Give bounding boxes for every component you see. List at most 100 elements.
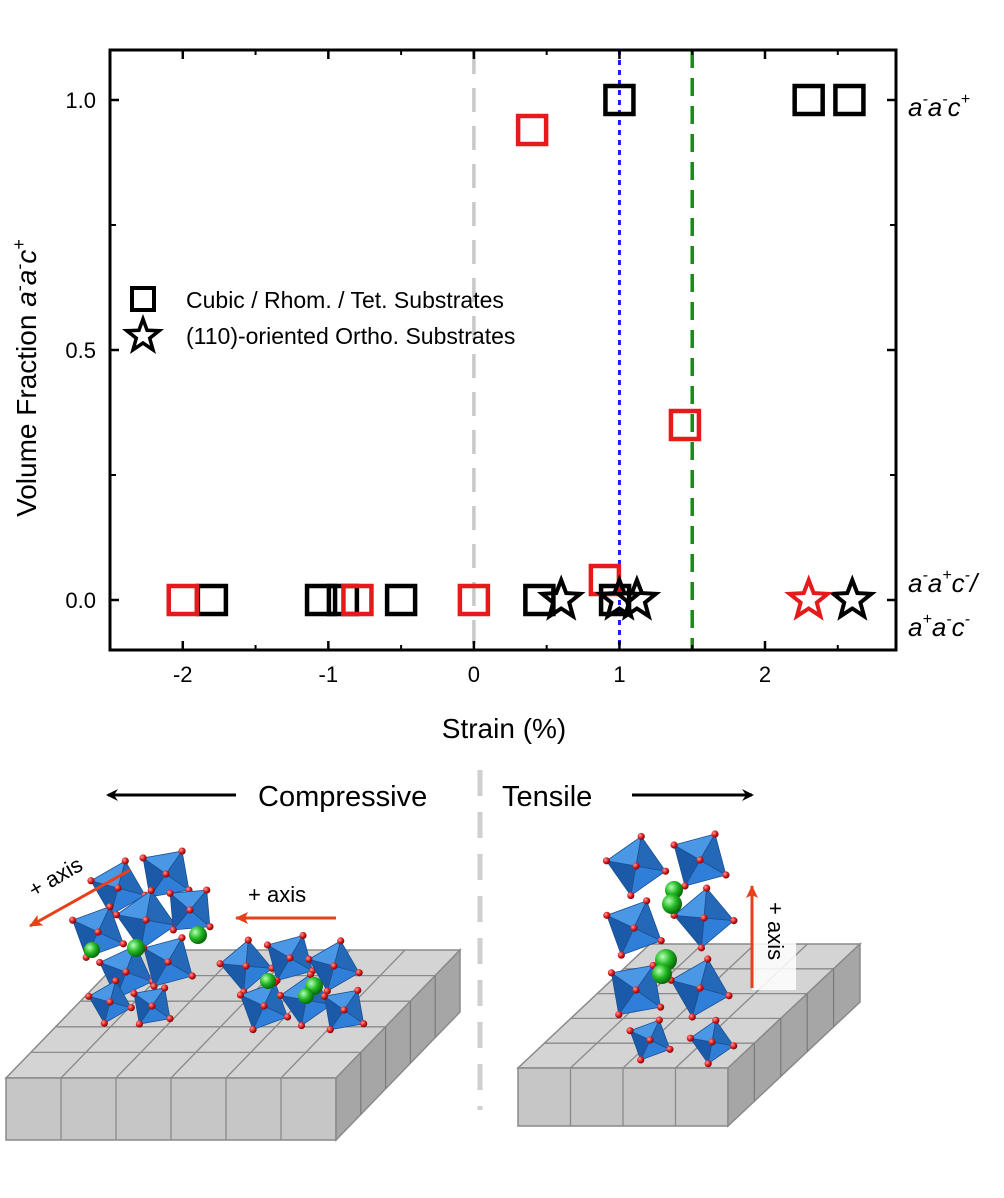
oxygen-atom <box>96 958 104 967</box>
square-marker <box>457 583 491 617</box>
oxygen-atom <box>306 970 315 978</box>
oxygen-atom <box>711 830 719 838</box>
legend-square-marker <box>130 286 156 312</box>
reference-lines <box>472 50 694 650</box>
square-marker <box>195 583 229 617</box>
oxygen-atom <box>354 986 362 994</box>
oxygen-atom <box>142 916 150 924</box>
oxygen-atom <box>169 926 177 934</box>
oxygen-atom <box>602 857 611 865</box>
octahedron-face <box>699 957 730 997</box>
oxygen-atom <box>686 1034 694 1042</box>
square-marker <box>603 83 636 117</box>
octahedron-face <box>245 939 273 969</box>
oxygen-atom <box>206 923 214 931</box>
a-site-atom <box>127 939 145 957</box>
y-tick-label: 1.0 <box>65 88 96 113</box>
x-tick-label: 1 <box>613 662 625 687</box>
oxygen-atom <box>632 862 640 870</box>
oxygen-atom <box>106 903 114 911</box>
oxygen-atom <box>286 954 294 962</box>
axis-label-3-backdrop <box>752 886 796 990</box>
oxygen-atom <box>147 886 155 895</box>
oxygen-atom <box>100 1019 108 1027</box>
x-tick-label: -1 <box>319 662 339 687</box>
oxygen-atom <box>657 937 665 945</box>
oxygen-atom <box>260 1002 268 1010</box>
oxygen-atom <box>216 960 224 968</box>
oxygen-atom <box>630 924 638 932</box>
axis-label-3: + axis <box>763 902 788 960</box>
star-marker <box>536 574 586 621</box>
oxygen-atom <box>188 972 196 980</box>
y-tick-label: 0.5 <box>65 338 96 363</box>
compressive-label: Compressive <box>258 781 427 813</box>
axis-label-2: + axis <box>248 882 306 907</box>
oxygen-atom <box>603 911 611 919</box>
oxygen-atom <box>236 991 245 999</box>
oxygen-atom <box>135 1020 143 1028</box>
square-marker <box>792 83 825 117</box>
oxygen-atom <box>627 891 635 900</box>
a-site-atom <box>652 964 672 984</box>
octahedron-face <box>605 860 637 897</box>
oxygen-atom <box>127 1004 135 1012</box>
octahedron-face <box>673 914 705 949</box>
phase-label-bottom-2: a+a-c- <box>908 611 970 642</box>
tensile-label: Tensile <box>502 781 592 813</box>
oxygen-atom <box>666 1045 674 1053</box>
oxygen-atom <box>646 1036 654 1044</box>
oxygen-atom <box>670 841 678 849</box>
oxygen-atom <box>94 928 102 936</box>
octahedron-face <box>333 939 360 974</box>
oxygen-atom <box>69 916 77 924</box>
strain-schematic: Compressive Tensile + axis + axis + axi <box>4 770 862 1142</box>
oxygen-atom <box>704 1060 712 1068</box>
oxygen-atom <box>166 889 174 897</box>
oxygen-atom <box>708 1038 716 1046</box>
square-marker <box>833 83 866 117</box>
oxygen-atom <box>360 1020 368 1028</box>
oxygen-atom <box>186 906 194 914</box>
oxygen-atom <box>337 937 345 945</box>
oxygen-atom <box>722 871 730 879</box>
oxygen-atom <box>112 977 120 985</box>
perovskite-cluster-flat <box>216 931 368 1034</box>
oxygen-atom <box>697 944 705 952</box>
legend-label-ortho: (110)-oriented Ortho. Substrates <box>186 323 515 349</box>
oxygen-atom <box>330 962 338 970</box>
octahedron-face <box>145 889 177 926</box>
oxygen-atom <box>276 991 284 1000</box>
octahedron-face <box>189 889 211 928</box>
octahedron-face <box>633 899 662 942</box>
a-site-atom <box>260 973 276 989</box>
oxygen-atom <box>249 1025 257 1034</box>
oxygen-atom <box>703 884 711 892</box>
x-tick-label: 0 <box>468 662 480 687</box>
oxygen-atom <box>244 936 252 944</box>
y-axis-label: Volume Fraction a-a-c+ <box>9 239 42 517</box>
oxygen-atom <box>661 867 670 875</box>
oxygen-atom <box>242 962 250 970</box>
grid-line <box>115 949 241 1079</box>
oxygen-atom <box>637 1056 645 1064</box>
a-site-atom <box>189 926 207 944</box>
a-site-atom <box>298 988 314 1004</box>
oxygen-atom <box>178 847 186 855</box>
oxygen-atom <box>607 969 616 977</box>
oxygen-atom <box>681 882 689 890</box>
square-marker <box>341 583 374 617</box>
octahedron-face <box>263 981 289 1018</box>
square-marker <box>668 408 702 442</box>
oxygen-atom <box>114 884 122 892</box>
oxygen-atom <box>730 917 738 925</box>
oxygen-atom <box>730 1042 738 1050</box>
oxygen-atom <box>656 1003 665 1011</box>
plot-frame <box>108 48 898 652</box>
oxygen-atom <box>164 958 172 966</box>
x-tick-label: 2 <box>759 662 771 687</box>
oxygen-atom <box>696 984 704 992</box>
axis-label-1: + axis <box>24 852 87 903</box>
